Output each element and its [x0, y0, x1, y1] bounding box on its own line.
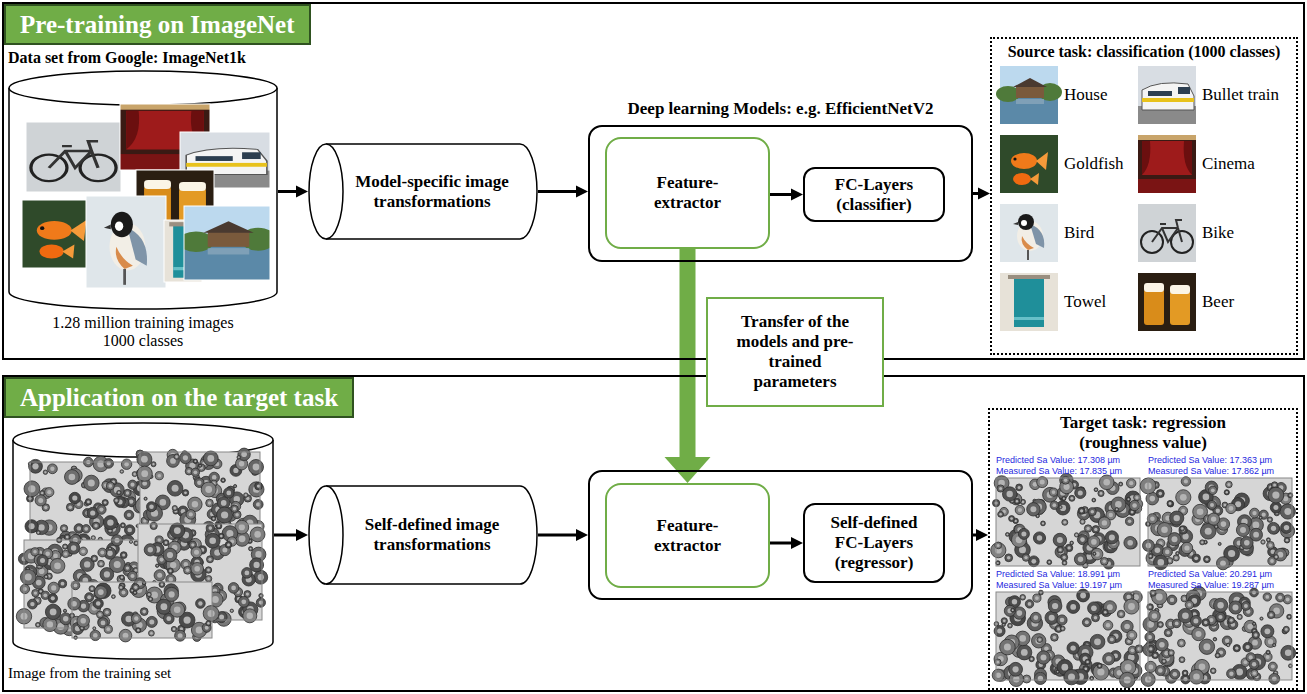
- class-image: [1138, 273, 1196, 331]
- section-panel: Application on the target taskImage from…: [2, 375, 1305, 692]
- classifier-box: FC-Layers (classifier): [803, 167, 945, 222]
- connector-arrow: [274, 529, 308, 541]
- caption-text: 1.28 million training images 1000 classe…: [43, 314, 243, 350]
- process-label: Feature-extractor: [638, 173, 738, 213]
- heading-text: Data set from Google: ImageNet1k: [8, 48, 246, 67]
- heading-text: Source task: classification (1000 classe…: [994, 42, 1294, 62]
- text-area: Feature-extractor: [607, 485, 768, 586]
- class-image: [1000, 204, 1058, 262]
- section-panel: Pre-training on ImageNetData set from Go…: [2, 2, 1305, 360]
- transfer-box: Transfer of the models and pre-trained p…: [706, 297, 884, 407]
- regressor-box: Self-defined FC-Layers (regressor): [803, 503, 945, 583]
- text-area: Transfer of the models and pre-trained p…: [708, 299, 882, 405]
- process-label: Self-defined FC-Layers (regressor): [824, 513, 924, 573]
- model-box: Feature-extractor Self-defined FC-Layers …: [588, 470, 973, 600]
- prediction-text: Predicted Sa Value: 17.363 µm: [1148, 455, 1272, 466]
- feature-extractor-box: Feature-extractor: [605, 483, 770, 588]
- text-area: Self-defined image transformations: [326, 485, 538, 585]
- class-label: Cinema: [1202, 153, 1255, 175]
- process-label: FC-Layers (classifier): [819, 175, 929, 215]
- transform-cylinder: Model-specific image transformations: [308, 143, 538, 240]
- connector-arrow: [973, 188, 990, 200]
- dataset-cylinder: Image from the training set: [12, 422, 274, 660]
- process-label: Model-specific image transformations: [345, 172, 520, 212]
- prediction-text: Measured Sa Value: 19.287 µm: [1148, 580, 1274, 591]
- class-label: Goldfish: [1064, 153, 1124, 175]
- process-label: Self-defined image transformations: [345, 515, 520, 555]
- connector-arrow: [770, 537, 803, 549]
- class-image: [1138, 66, 1196, 124]
- prediction-text: Predicted Sa Value: 18.991 µm: [996, 569, 1120, 580]
- model-box: Deep learning Models: e.g. EfficientNetV…: [588, 125, 973, 262]
- connector-arrow: [538, 186, 588, 198]
- prediction-text: Measured Sa Value: 19.197 µm: [996, 580, 1122, 591]
- prediction-text: Predicted Sa Value: 20.291 µm: [1148, 569, 1272, 580]
- connector-arrow: [538, 529, 588, 541]
- heading-text: Target task: regression (roughness value…: [1043, 413, 1243, 453]
- class-image: [1000, 135, 1058, 193]
- transform-cylinder: Self-defined image transformations: [308, 485, 538, 585]
- class-label: Bird: [1064, 222, 1094, 244]
- section-tab: Application on the target task: [4, 377, 354, 418]
- connector-arrow: [973, 529, 988, 541]
- class-image: [1138, 204, 1196, 262]
- class-label: Bullet train: [1202, 84, 1279, 106]
- caption-text: Image from the training set: [8, 664, 278, 682]
- surface-image: [996, 478, 1140, 566]
- source-task-box: Source task: classification (1000 classe…: [990, 37, 1298, 355]
- surface-image: [1148, 478, 1292, 566]
- text-area: FC-Layers (classifier): [805, 169, 943, 220]
- text-area: Self-defined FC-Layers (regressor): [805, 505, 943, 581]
- heading-text: Deep learning Models: e.g. EfficientNetV…: [590, 99, 971, 119]
- prediction-text: Predicted Sa Value: 17.308 µm: [996, 455, 1120, 466]
- class-image: [1000, 273, 1058, 331]
- class-label: Bike: [1202, 222, 1234, 244]
- process-label: Transfer of the models and pre-trained p…: [725, 312, 865, 392]
- class-label: House: [1064, 84, 1107, 106]
- class-image: [1000, 66, 1058, 124]
- connector-arrow: [278, 186, 308, 198]
- connector-arrow: [770, 189, 803, 201]
- dataset-cylinder: Data set from Google: ImageNet1k1.28 mil…: [8, 70, 278, 310]
- cylinder-outline: [8, 70, 278, 310]
- text-area: Model-specific image transformations: [326, 143, 538, 240]
- feature-extractor-box: Feature-extractor: [605, 137, 770, 249]
- class-label: Towel: [1064, 291, 1106, 313]
- class-label: Beer: [1202, 291, 1234, 313]
- process-label: Feature-extractor: [638, 516, 738, 556]
- target-task-box: Target task: regression (roughness value…: [988, 408, 1298, 690]
- prediction-text: Measured Sa Value: 17.862 µm: [1148, 466, 1274, 477]
- text-area: Feature-extractor: [607, 139, 768, 247]
- connector-arrow: [665, 249, 711, 483]
- prediction-text: Measured Sa Value: 17.835 µm: [996, 466, 1122, 477]
- section-tab: Pre-training on ImageNet: [4, 4, 311, 45]
- class-image: [1138, 135, 1196, 193]
- surface-image: [1148, 592, 1292, 680]
- surface-image: [996, 592, 1140, 680]
- cylinder-outline: [12, 422, 274, 660]
